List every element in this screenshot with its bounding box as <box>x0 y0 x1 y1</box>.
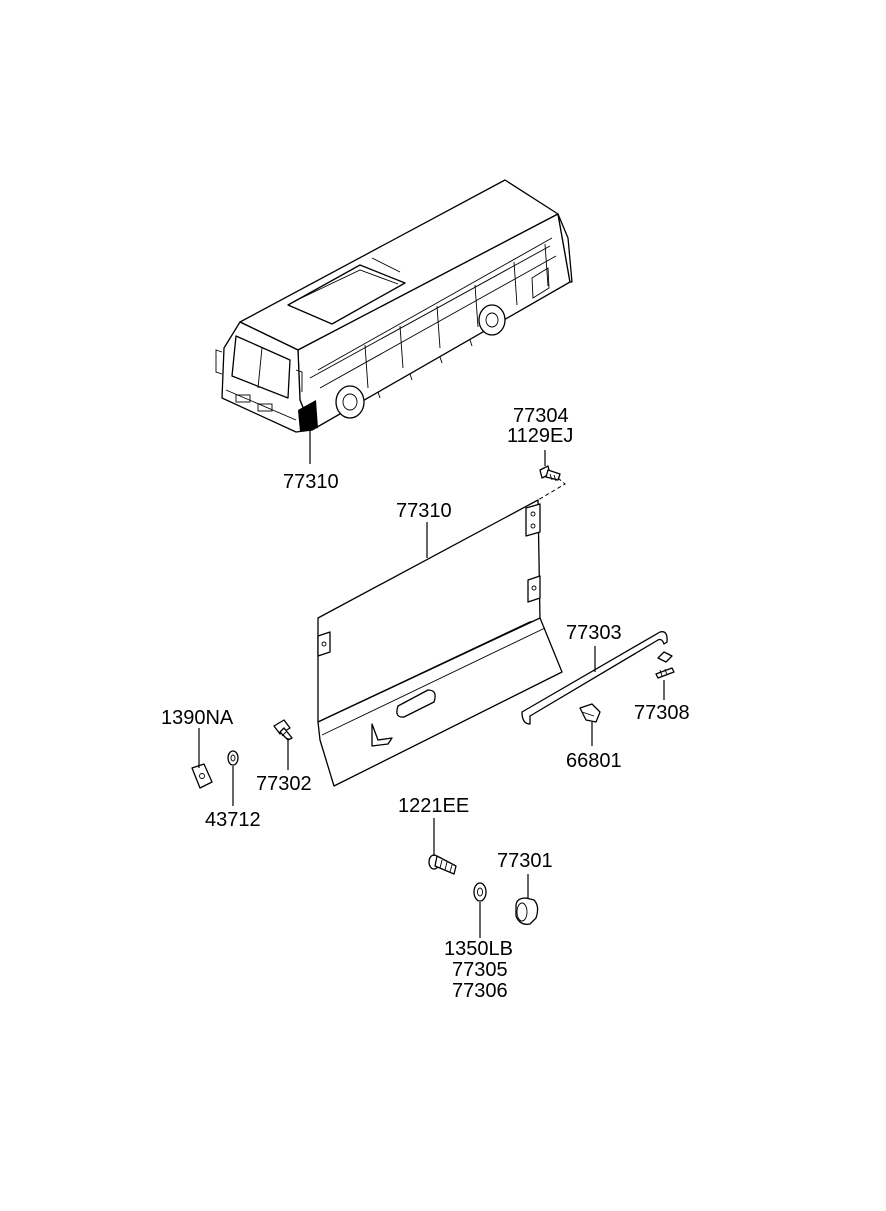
bushing <box>515 874 539 925</box>
part-labels: 77310 77304 1129EJ 77310 77303 1390NA 77… <box>161 405 690 1002</box>
label-77305: 77305 <box>452 959 508 981</box>
screw-top <box>537 450 566 501</box>
label-1221EE: 1221EE <box>398 795 469 817</box>
washer-center <box>473 882 487 938</box>
side-panel <box>317 499 563 787</box>
clip <box>579 703 601 746</box>
washer-left <box>227 750 239 806</box>
rod <box>521 631 668 725</box>
label-1350LB: 1350LB <box>444 938 513 960</box>
label-77308: 77308 <box>634 702 690 724</box>
label-1129EJ: 1129EJ <box>507 425 573 447</box>
label-77306: 77306 <box>452 980 508 1002</box>
label-77304: 77304 <box>513 405 569 427</box>
bolt-long <box>428 818 457 875</box>
plate <box>191 728 213 789</box>
label-77301: 77301 <box>497 850 553 872</box>
label-77310-panel: 77310 <box>396 500 452 522</box>
bracket-right <box>655 651 675 700</box>
label-77302: 77302 <box>256 773 312 795</box>
label-66801: 66801 <box>566 750 622 772</box>
bus-illustration <box>215 179 573 464</box>
label-77303: 77303 <box>566 622 622 644</box>
label-43712: 43712 <box>205 809 261 831</box>
label-1390NA: 1390NA <box>161 707 234 729</box>
bolt-small <box>273 719 293 770</box>
label-77310-bus: 77310 <box>283 471 339 493</box>
